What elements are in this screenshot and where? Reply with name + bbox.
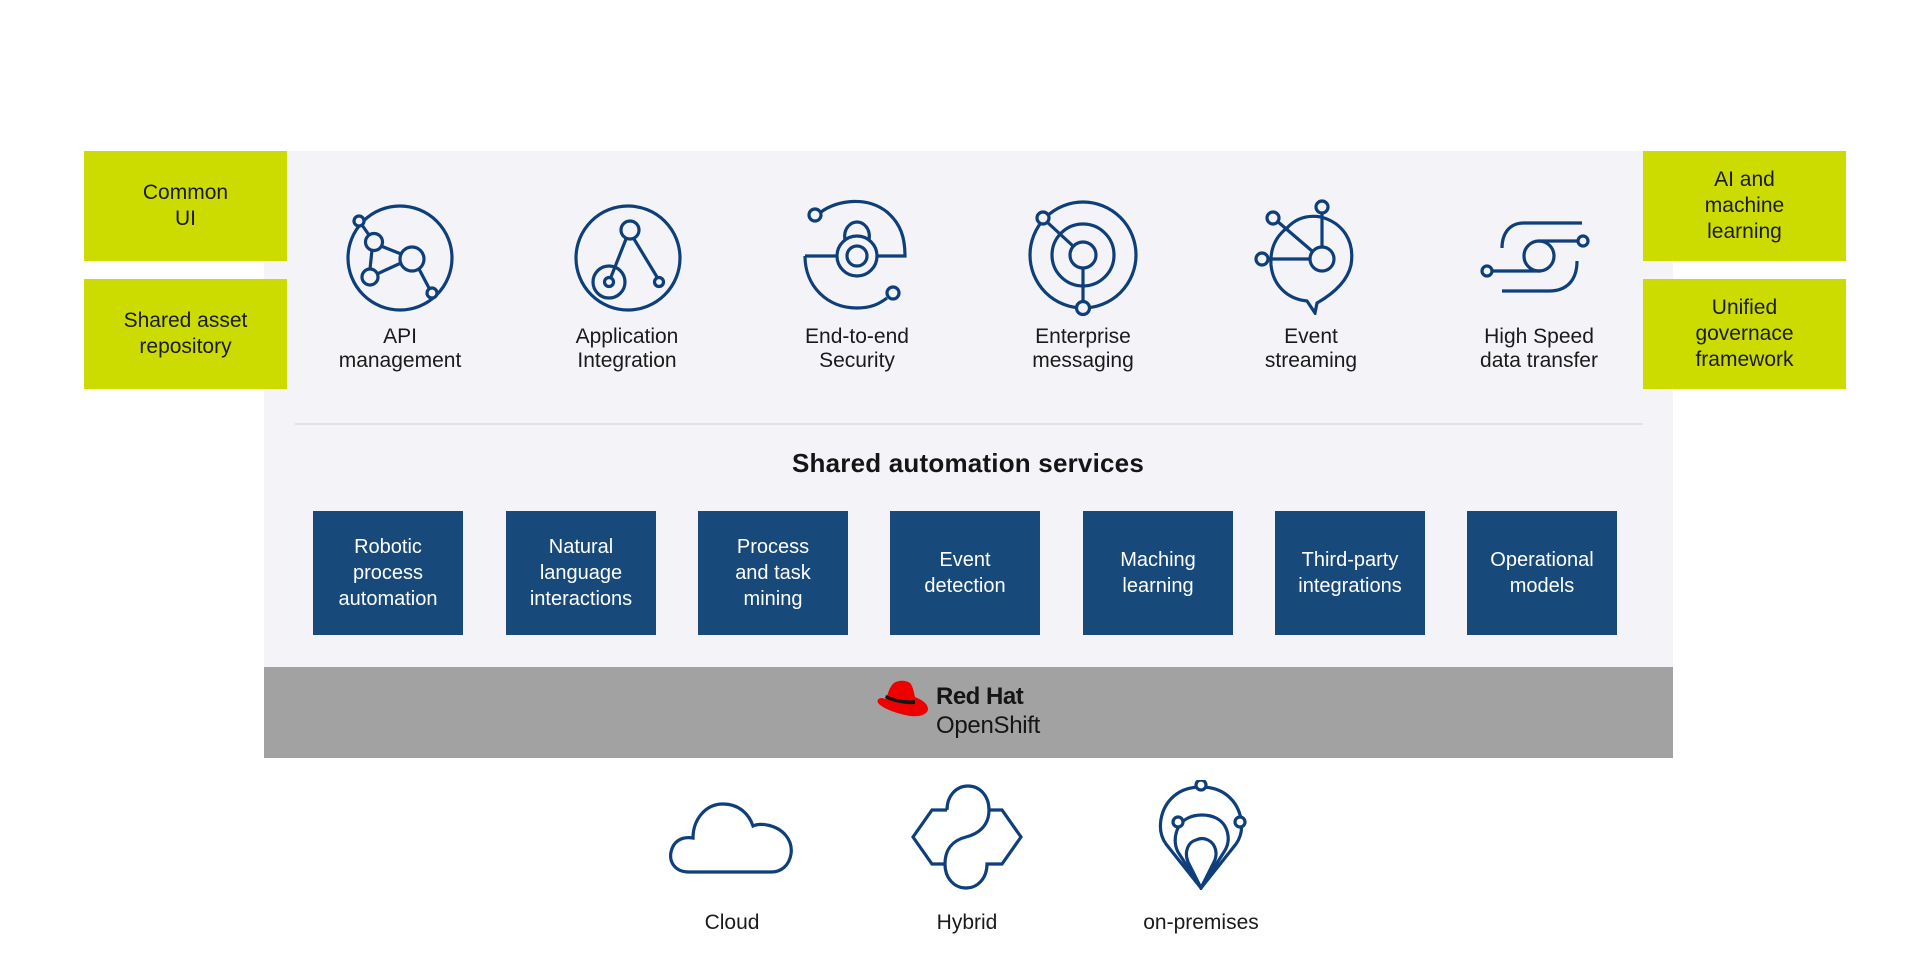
service-natural-language-interactions: Natural language interactions (506, 511, 656, 635)
service-robotic-process-automation: Robotic process automation (313, 511, 463, 635)
shared-asset-repository-box: Shared asset repository (84, 279, 287, 389)
location-pin-icon (1136, 780, 1266, 890)
common-ui-box: Common UI (84, 151, 287, 261)
red-hat-openshift-logo: Red Hat OpenShift (876, 679, 1106, 743)
service-label: Process and task mining (735, 536, 811, 610)
red-hat-fedora-icon (876, 679, 930, 719)
transfer-loop-icon (1479, 198, 1599, 318)
service-label: Event detection (924, 549, 1006, 597)
red-hat-brand-text: Red Hat (936, 683, 1024, 710)
capability-label-event-streaming: Event streaming (1264, 325, 1358, 372)
hybrid-icon (902, 782, 1032, 892)
openshift-product-text: OpenShift (936, 712, 1041, 739)
service-third-party-integrations: Third-party integrations (1275, 511, 1425, 635)
service-process-task-mining: Process and task mining (698, 511, 848, 635)
deployment-label-cloud: Cloud (704, 911, 760, 934)
capability-label-high-speed-data-transfer: High Speed data transfer (1480, 325, 1598, 372)
ai-machine-learning-label: AI and machine learning (1704, 168, 1785, 243)
cloud-icon (667, 790, 797, 900)
unified-governance-label: Unified governace framework (1695, 296, 1794, 371)
capability-label-enterprise-messaging: Enterprise messaging (1032, 325, 1134, 372)
capability-label-api-management: API management (338, 325, 462, 372)
section-divider (295, 423, 1643, 425)
service-operational-models: Operational models (1467, 511, 1617, 635)
openshift-platform-band (264, 667, 1673, 758)
unified-governance-box: Unified governace framework (1643, 279, 1846, 389)
service-label: Operational models (1490, 549, 1594, 597)
lock-security-icon (797, 198, 917, 318)
integration-tree-icon (567, 198, 687, 318)
shared-asset-repository-label: Shared asset repository (123, 309, 248, 358)
deployment-label-on-premises: on-premises (1143, 911, 1259, 934)
deployment-label-hybrid: Hybrid (936, 911, 998, 934)
service-label: Maching learning (1120, 549, 1196, 597)
target-messaging-icon (1023, 198, 1143, 318)
api-network-icon (340, 198, 460, 318)
chat-stream-icon (1251, 195, 1371, 315)
capability-label-end-to-end-security: End-to-end Security (805, 325, 909, 372)
service-machine-learning: Maching learning (1083, 511, 1233, 635)
service-label: Natural language interactions (529, 536, 633, 610)
ai-machine-learning-box: AI and machine learning (1643, 151, 1846, 261)
common-ui-label: Common UI (142, 181, 229, 230)
service-label: Third-party integrations (1298, 549, 1402, 597)
service-label: Robotic process automation (338, 536, 438, 610)
shared-services-title: Shared automation services (792, 448, 1144, 478)
capability-label-application-integration: Application Integration (575, 325, 679, 372)
service-event-detection: Event detection (890, 511, 1040, 635)
